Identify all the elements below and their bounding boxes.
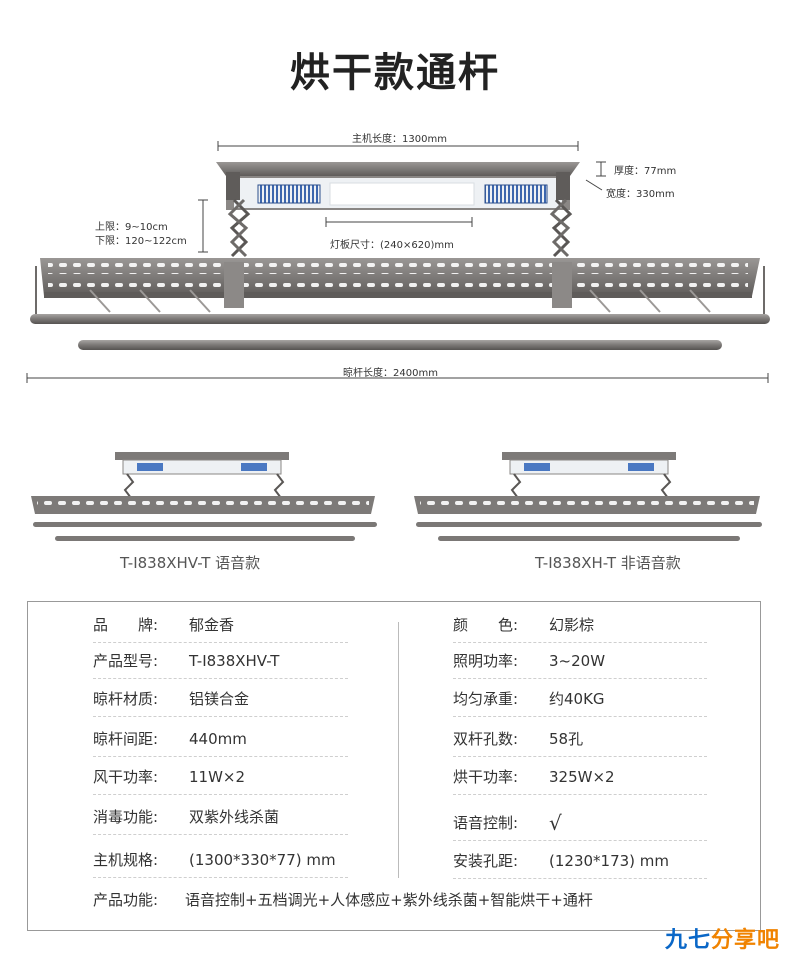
watermark-logo: 九七分享吧	[665, 922, 780, 954]
spec-value: 325W×2	[549, 767, 615, 786]
spec-key: 主机规格:	[93, 851, 159, 869]
spec-row-color: 颜 色: 幻影棕	[453, 607, 707, 643]
spec-key: 风干功率:	[93, 768, 159, 786]
spec-key: 烘干功率:	[453, 768, 519, 786]
spec-key: 双杆孔数:	[453, 730, 519, 748]
spec-key: 晾杆间距:	[93, 730, 159, 748]
spec-value: 约40KG	[549, 690, 605, 708]
spec-value: √	[549, 810, 562, 835]
lamp-size-label: 灯板尺寸：(240×620)mm	[330, 240, 454, 251]
spec-value: 3~20W	[549, 651, 606, 670]
spec-value: 铝镁合金	[189, 690, 250, 708]
product-main-drawing	[26, 141, 770, 383]
page-title: 烘干款通杆	[290, 50, 500, 96]
spec-value: 幻影棕	[549, 616, 595, 634]
rod-length-label: 晾杆长度：2400mm	[343, 368, 438, 379]
spec-key: 晾杆材质:	[93, 690, 159, 708]
model-voice-drawing	[31, 452, 377, 541]
host-length-label: 主机长度：1300mm	[352, 134, 447, 145]
width-label: 宽度：330mm	[606, 189, 675, 200]
spec-value: 双紫外线杀菌	[189, 808, 280, 826]
model-voice-caption: T-I838XHV-T 语音款	[120, 554, 261, 572]
lower-limit-label: 下限：120~122cm	[95, 236, 187, 247]
spec-row-model: 产品型号: T-I838XHV-T	[93, 643, 348, 679]
spec-row-light-power: 照明功率: 3~20W	[453, 643, 707, 679]
spec-table	[27, 601, 761, 931]
watermark-part1: 九七	[664, 928, 711, 953]
spec-key: 照明功率:	[453, 652, 519, 670]
spec-row-fan-power: 风干功率: 11W×2	[93, 759, 348, 795]
spec-row-load: 均匀承重: 约40KG	[453, 681, 707, 717]
spec-key: 语音控制:	[453, 814, 519, 832]
spec-row-brand: 品 牌: 郁金香	[93, 607, 348, 643]
spec-value: 11W×2	[189, 767, 246, 786]
spec-value: 语音控制+五档调光+人体感应+紫外线杀菌+智能烘干+通杆	[185, 890, 593, 909]
spec-key: 安装孔距:	[453, 852, 519, 870]
spec-row-voice: 语音控制: √	[453, 805, 707, 841]
spec-row-dry-power: 烘干功率: 325W×2	[453, 759, 707, 795]
thickness-label: 厚度：77mm	[614, 166, 677, 177]
spec-row-host-size: 主机规格: (1300*330*77) mm	[93, 842, 348, 878]
spec-key: 均匀承重:	[453, 690, 519, 708]
spec-divider	[398, 622, 399, 878]
spec-row-material: 晾杆材质: 铝镁合金	[93, 681, 348, 717]
spec-key: 消毒功能:	[93, 808, 159, 826]
model-standard-drawing	[414, 452, 762, 541]
spec-value: 440mm	[189, 729, 247, 748]
spec-value: (1300*330*77) mm	[189, 850, 336, 869]
spec-key: 产品型号:	[93, 652, 159, 670]
spec-row-disinfection: 消毒功能: 双紫外线杀菌	[93, 799, 348, 835]
spec-value: 58孔	[549, 730, 584, 748]
spec-key: 品 牌:	[93, 616, 159, 634]
spec-row-holes: 双杆孔数: 58孔	[453, 721, 707, 757]
upper-limit-label: 上限：9~10cm	[95, 222, 168, 233]
spec-key: 颜 色:	[453, 616, 519, 634]
spec-value: 郁金香	[189, 616, 235, 634]
spec-row-functions: 产品功能: 语音控制+五档调光+人体感应+紫外线杀菌+智能烘干+通杆	[93, 881, 707, 917]
model-standard-caption: T-I838XH-T 非语音款	[535, 554, 681, 572]
spec-value: (1230*173) mm	[549, 851, 669, 870]
spec-row-mount-hole: 安装孔距: (1230*173) mm	[453, 843, 707, 879]
spec-row-spacing: 晾杆间距: 440mm	[93, 721, 348, 757]
watermark-part2: 分享吧	[710, 928, 780, 953]
spec-value: T-I838XHV-T	[189, 651, 280, 670]
spec-key: 产品功能:	[93, 890, 159, 909]
